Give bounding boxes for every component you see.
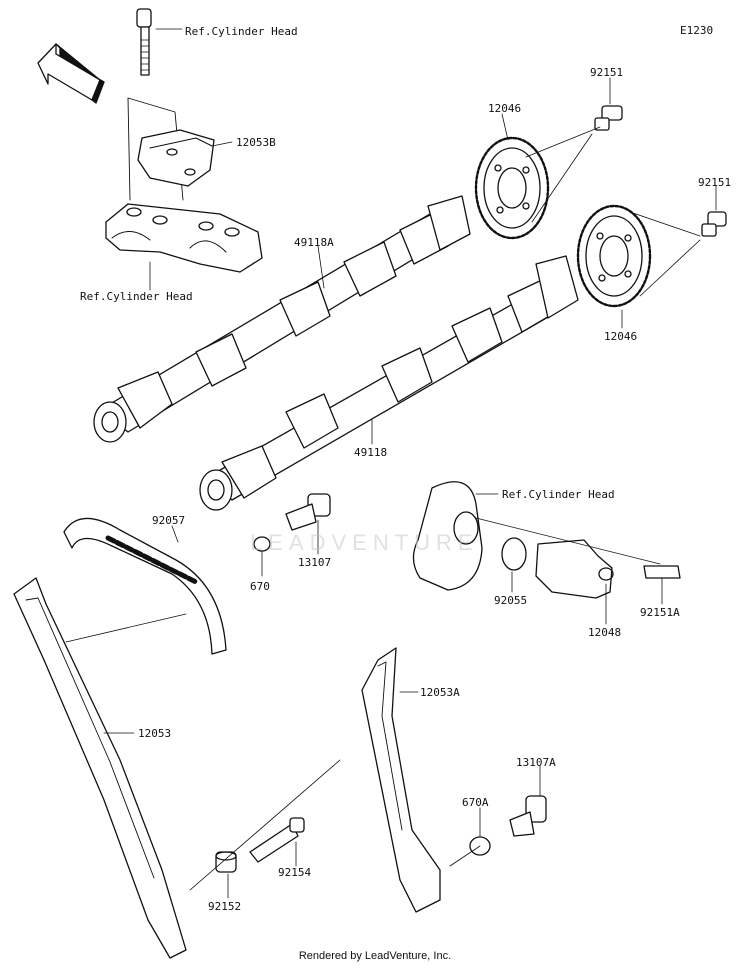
label-92152: 92152 — [208, 900, 242, 913]
cam-sprocket-12046-b — [576, 204, 652, 308]
label-12053A: 12053A — [420, 686, 460, 699]
label-49118: 49118 — [354, 446, 388, 459]
cam-chain-92057 — [63, 517, 227, 655]
camshaft-49118 — [199, 255, 579, 511]
cam-sprocket-12046-a — [474, 136, 550, 240]
label-92057: 92057 — [152, 514, 186, 527]
label-92151-b: 92151 — [698, 176, 732, 189]
label-670A: 670A — [462, 796, 489, 809]
diagram-code: E1230 — [680, 24, 714, 37]
label-13107: 13107 — [298, 556, 332, 569]
label-12053: 12053 — [138, 727, 172, 740]
chain-guide-12053 — [13, 577, 187, 959]
camshaft-49118A — [93, 195, 471, 443]
label-ref-cyl-head-right: Ref.Cylinder Head — [502, 488, 615, 501]
front-arrow-icon — [37, 43, 105, 104]
collar-92152 — [215, 851, 237, 873]
label-92151-a: 92151 — [590, 66, 624, 79]
label-ref-cyl-head-top: Ref.Cylinder Head — [185, 25, 298, 38]
guide-bracket-12053B — [137, 129, 215, 187]
cam-cap-holder — [105, 203, 263, 273]
bolt-92154 — [249, 817, 305, 863]
sprocket-bolt-92151-a — [594, 105, 623, 131]
pivot-bolt-13107A — [509, 795, 547, 837]
label-92154: 92154 — [278, 866, 312, 879]
label-ref-cyl-head-left: Ref.Cylinder Head — [80, 290, 193, 303]
label-13107A: 13107A — [516, 756, 556, 769]
tensioner-housing — [412, 481, 681, 599]
sprocket-bolt-92151-b — [701, 211, 727, 237]
label-670: 670 — [250, 580, 270, 593]
label-12053B: 12053B — [236, 136, 276, 149]
chain-guide-12053A — [361, 647, 441, 913]
o-ring-670A — [469, 836, 491, 856]
label-12048: 12048 — [588, 626, 622, 639]
watermark: LEADVENTURE — [250, 530, 479, 555]
o-ring-670 — [253, 536, 271, 552]
footer-credit: Rendered by LeadVenture, Inc. — [298, 950, 452, 962]
label-49118A: 49118A — [294, 236, 334, 249]
label-12046-b: 12046 — [604, 330, 638, 343]
top-bolt-icon — [136, 8, 152, 76]
label-92055: 92055 — [494, 594, 528, 607]
label-12046-a: 12046 — [488, 102, 522, 115]
pivot-bolt-13107 — [285, 493, 331, 531]
label-92151A: 92151A — [640, 606, 680, 619]
